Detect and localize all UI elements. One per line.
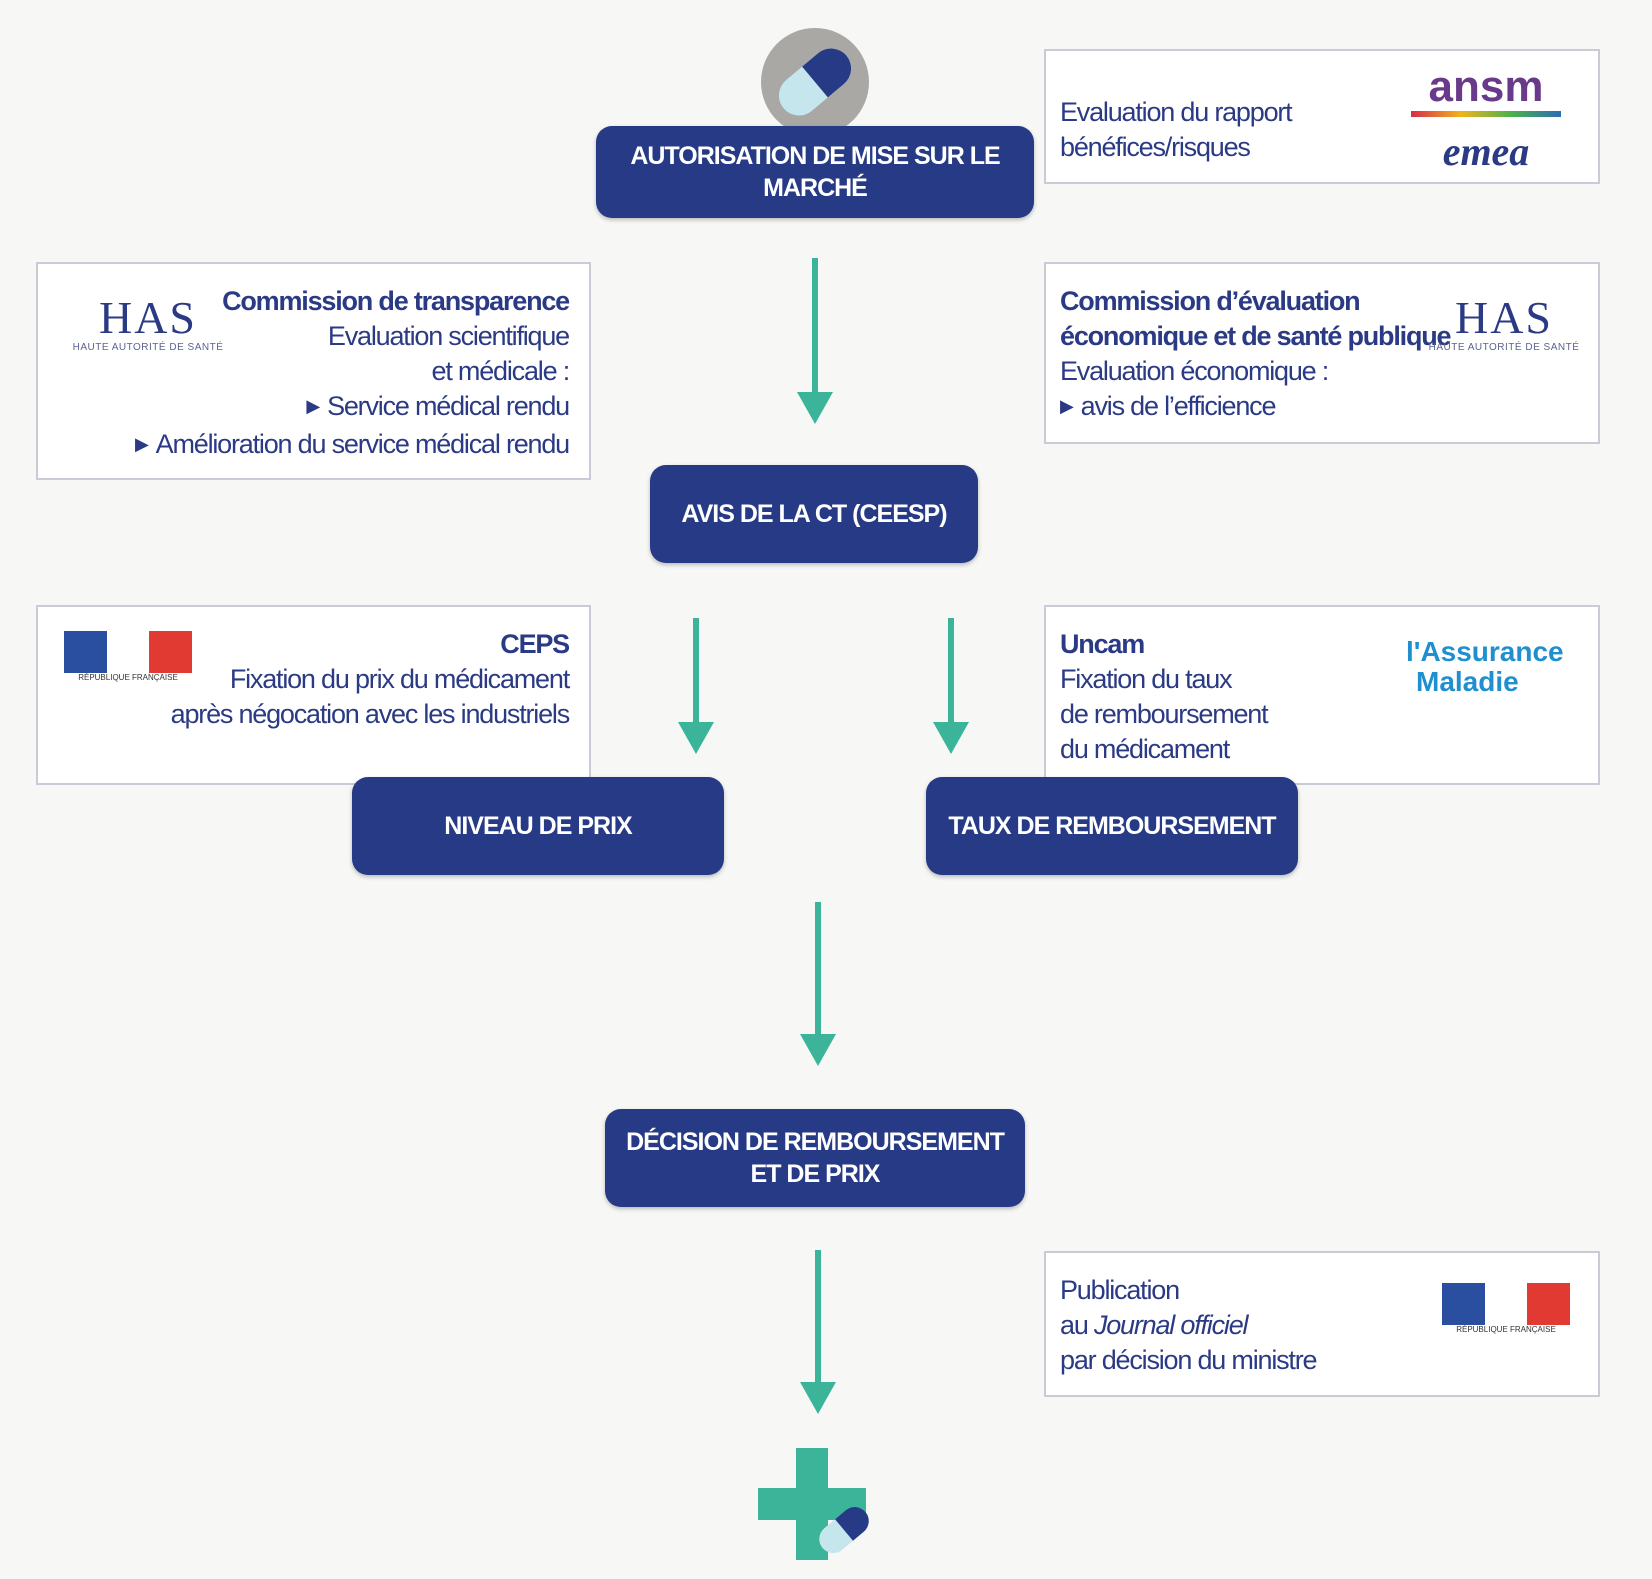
has-logo-left: HAS HAUTE AUTORITÉ DE SANTÉ — [58, 294, 238, 354]
step-avis-ct: AVIS DE LA CT (CEESP) — [650, 465, 978, 563]
arrow-avis-to-taux-head — [933, 722, 969, 754]
ct-line1: Evaluation scientifique — [327, 321, 570, 351]
uncam-line2: de remboursement — [1060, 699, 1269, 729]
ceps-line2: après négocation avec les industriels — [170, 699, 571, 729]
ansm-line1: Evaluation du rapport — [1060, 97, 1293, 127]
flag-icon — [64, 631, 193, 673]
box-commission-transparence: HAS HAUTE AUTORITÉ DE SANTÉ Commission d… — [36, 262, 591, 480]
ansm-logo-bar — [1411, 111, 1561, 117]
assurance-logo-line2: Maladie — [1416, 666, 1519, 697]
ceps-line1: Fixation du prix du médicament — [229, 664, 570, 694]
ceesp-line1: Evaluation économique : — [1060, 356, 1329, 386]
step-taux-remboursement: TAUX DE REMBOURSEMENT — [926, 777, 1298, 875]
ansm-logo-text: ansm — [1428, 62, 1544, 111]
step-amm: AUTORISATION DE MISE SUR LE MARCHÉ — [596, 126, 1034, 218]
arrow-decision-to-end-head — [800, 1382, 836, 1414]
has-logo-right: HAS HAUTE AUTORITÉ DE SANTÉ — [1414, 294, 1594, 354]
box-ceps: RÉPUBLIQUE FRANÇAISE CEPS Fixation du pr… — [36, 605, 591, 785]
step-amm-label: AUTORISATION DE MISE SUR LE MARCHÉ — [630, 141, 1000, 203]
ct-bullet-smr: Service médical rendu — [135, 389, 570, 427]
box-ceesp: Commission d’évaluation économique et de… — [1044, 262, 1600, 444]
uncam-title: Uncam — [1060, 629, 1145, 659]
step-decision: DÉCISION DE REMBOURSEMENT ET DE PRIX — [605, 1109, 1025, 1207]
emea-logo-text: emea — [1442, 129, 1530, 174]
arrow-avis-to-prix-head — [678, 722, 714, 754]
ceps-title: CEPS — [500, 629, 570, 659]
step-avis-label: AVIS DE LA CT (CEESP) — [681, 499, 947, 528]
republique-logo-left: RÉPUBLIQUE FRANÇAISE — [64, 631, 193, 683]
uncam-line1: Fixation du taux — [1060, 664, 1233, 694]
republique-logo-label: RÉPUBLIQUE FRANÇAISE — [78, 673, 178, 682]
ct-bullet-asmr: Amélioration du service médical rendu — [135, 427, 571, 465]
step-taux-label: TAUX DE REMBOURSEMENT — [948, 811, 1276, 840]
medical-cross-icon — [758, 1448, 869, 1560]
republique-logo-label-right: RÉPUBLIQUE FRANÇAISE — [1456, 1325, 1556, 1334]
box-journal-officiel: Publication au Journal officiel par déci… — [1044, 1251, 1600, 1397]
jo-line3: par décision du ministre — [1060, 1345, 1318, 1375]
has-logo-text: HAS — [98, 292, 198, 343]
step-niveau-label: NIVEAU DE PRIX — [444, 811, 632, 840]
step-niveau-prix: NIVEAU DE PRIX — [352, 777, 724, 875]
uncam-line3: du médicament — [1060, 734, 1230, 764]
box-ansm-emea: Evaluation du rapport bénéfices/risques … — [1044, 49, 1600, 184]
has-logo-text-right: HAS — [1454, 292, 1554, 343]
flag-icon-right — [1442, 1283, 1571, 1325]
ceesp-title2: économique et de santé publique — [1060, 321, 1452, 351]
has-logo-subtitle: HAUTE AUTORITÉ DE SANTÉ — [72, 342, 224, 353]
step-decision-line1: DÉCISION DE REMBOURSEMENT — [626, 1127, 1005, 1156]
has-logo-subtitle-right: HAUTE AUTORITÉ DE SANTÉ — [1428, 342, 1580, 353]
ct-line2: et médicale : — [431, 356, 571, 386]
jo-line2-prefix: au — [1060, 1310, 1094, 1340]
ansm-line2: bénéfices/risques — [1060, 132, 1251, 162]
jo-line1: Publication — [1060, 1275, 1180, 1305]
pill-icon — [761, 28, 869, 136]
arrow-to-decision-head — [800, 1034, 836, 1066]
ct-title: Commission de transparence — [222, 286, 570, 316]
republique-logo-right: RÉPUBLIQUE FRANÇAISE — [1442, 1283, 1571, 1335]
box-uncam: Uncam Fixation du taux de remboursement … — [1044, 605, 1600, 785]
ceesp-title1: Commission d’évaluation — [1060, 286, 1361, 316]
ansm-emea-logo: ansm emea — [1386, 65, 1586, 175]
arrow-amm-to-avis-head — [797, 392, 833, 424]
assurance-maladie-logo: l'Assurance Maladie — [1376, 637, 1564, 697]
ceesp-bullet-efficience: avis de l’efficience — [1060, 389, 1450, 427]
step-decision-line2: ET DE PRIX — [750, 1160, 881, 1188]
assurance-logo-line1: l'Assurance — [1406, 636, 1564, 667]
jo-line2-italic: Journal officiel — [1093, 1310, 1249, 1340]
